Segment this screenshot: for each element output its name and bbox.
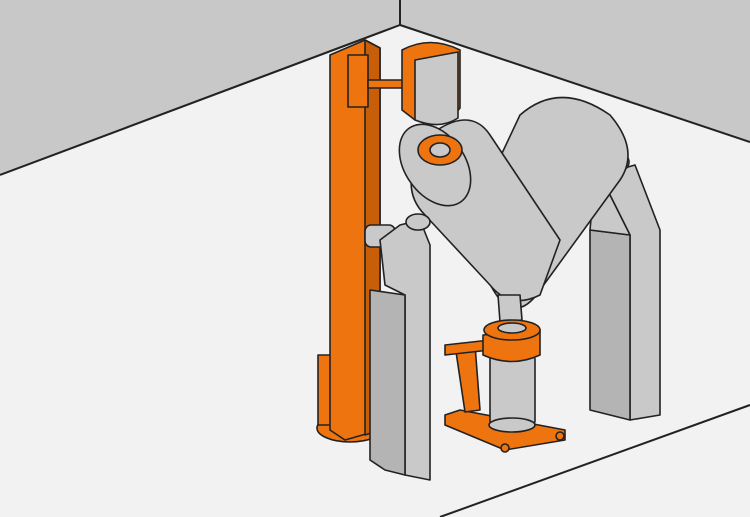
floor-edge-front [439,404,750,517]
container-cart [444,319,566,453]
left-support-pedestal [364,213,431,481]
wall-floor-edge-right [399,24,750,143]
left-wall [0,0,400,175]
right-wall [400,0,750,142]
lift-column [316,39,409,443]
v-blender-vessel [398,96,629,323]
wall-floor-edge-left [0,24,401,176]
